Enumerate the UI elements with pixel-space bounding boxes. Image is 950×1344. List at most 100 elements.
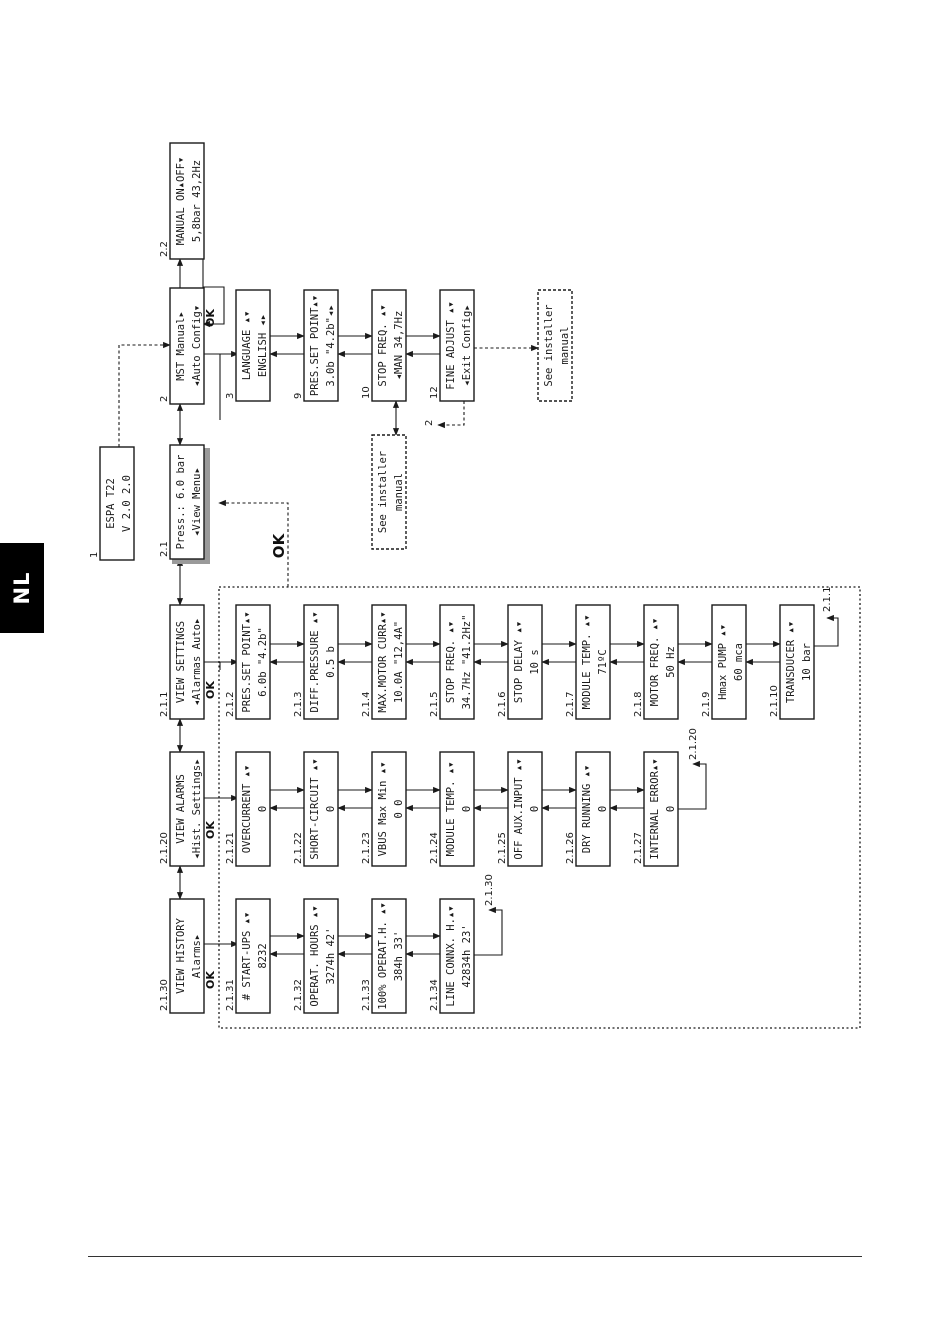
screen-text: DIFF.PRESSURE ▴▾ 0.5 b: [309, 611, 337, 712]
screen-b12: FINE ADJUST ▴▾◂Exit Config▸12: [429, 289, 475, 402]
screen-number-label: 2.1.6: [497, 692, 508, 717]
screen-text: FINE ADJUST ▴▾◂Exit Config▸: [445, 301, 473, 390]
screen-line: VIEW ALARMS: [175, 774, 187, 844]
settings-region-outline: [218, 586, 861, 1029]
screen-text: See installer manual: [543, 304, 571, 386]
ok-label: OK: [204, 971, 217, 989]
screen-number-label: 2.1.27: [633, 832, 644, 864]
screen-line: # START-UPS ▴▾: [241, 912, 253, 1001]
screen-b2-1-9: Hmax PUMP ▴▾ 60 mca 2.1.9: [701, 604, 747, 720]
screen-b2-1-22: SHORT-CIRCUIT ▴▾02.1.22: [293, 751, 339, 867]
screen-line: manual: [393, 473, 405, 511]
screen-line: 0: [665, 806, 677, 812]
screen-inst1: See installer manual: [537, 289, 573, 402]
ok-label: OK: [204, 681, 217, 699]
screen-b2-1-8: MOTOR FREQ. ▴▾50 Hz2.1.8: [633, 604, 679, 720]
screen-line: 0: [257, 806, 269, 812]
screen-number-label: 2.1.34: [429, 979, 440, 1011]
screen-b3: LANGUAGE ▴▾ENGLISH ◂▸3: [225, 289, 271, 402]
screen-b2-1-25: OFF AUX.INPUT ▴▾02.1.25: [497, 751, 543, 867]
screen-text: INTERNAL ERROR▴▾0: [649, 758, 677, 859]
screen-line: Hmax PUMP ▴▾: [717, 624, 729, 700]
screen-line: ◂MAN 34,7Hz: [393, 311, 405, 381]
language-side-tab: NL: [0, 543, 44, 633]
screen-line: See installer: [543, 304, 555, 386]
screen-number-label: 2.1.7: [565, 692, 576, 717]
screen-number-label: 2.1.5: [429, 692, 440, 717]
screen-line: MODULE TEMP. ▴▾: [581, 615, 593, 710]
screen-number-label: 2.1.31: [225, 979, 236, 1011]
screen-line: ◂Hist. Settings▸: [191, 758, 203, 859]
screen-text: STOP DELAY ▴▾10 s: [513, 621, 541, 703]
screen-text: VIEW ALARMS ◂Hist. Settings▸: [175, 758, 203, 859]
screen-line: manual: [559, 327, 571, 365]
screen-text: MODULE TEMP. ▴▾0: [445, 762, 473, 857]
screen-line: VIEW HISTORY: [175, 917, 187, 994]
screen-text: OPERAT. HOURS ▴▾3274h 42': [309, 905, 337, 1006]
screen-text: DRY RUNNING ▴▾0: [581, 765, 609, 854]
screen-line: Press.: 6.0 bar: [175, 455, 187, 550]
screen-number-label: 2.1.30: [159, 979, 170, 1011]
screen-line: STOP FREQ. ▴▾: [377, 304, 389, 386]
screen-b2-1-20: VIEW ALARMS ◂Hist. Settings▸ 2.1.20: [159, 751, 205, 867]
screen-line: 0: [597, 806, 609, 812]
screen-text: VIEW HISTORY Alarms▸: [175, 917, 203, 994]
footer-rule: [88, 1256, 862, 1257]
screen-number-label: 2.1.9: [701, 692, 712, 717]
screen-number-label: 9: [293, 393, 304, 399]
screen-line: 5,8bar 43,2Hz: [191, 160, 203, 242]
screen-line: 10 bar: [801, 643, 813, 681]
screen-line: Alarms▸: [191, 934, 203, 978]
screen-line: TRANSDUCER ▴▾: [785, 621, 797, 703]
screen-text: VIEW SETTINGS◂Alarmas Auto▸: [175, 618, 203, 707]
screen-text: Press.: 6.0 bar◂View Menu▸: [175, 455, 203, 550]
screen-line: 0.5 b: [325, 646, 337, 678]
screen-b9: PRES.SET POINT▴▾3.0b "4.2b"◂▸ 9: [293, 289, 339, 402]
screen-line: 42834h 23': [461, 924, 473, 987]
loop-labels: 2.1.12.1.202.1.302: [424, 420, 833, 906]
screen-text: OVERCURRENT ▴▾ 0: [241, 765, 269, 854]
screen-text: LANGUAGE ▴▾ENGLISH ◂▸: [241, 311, 269, 381]
ok-label: OK: [204, 821, 217, 839]
screen-line: VIEW SETTINGS: [175, 621, 187, 703]
screen-text: MOTOR FREQ. ▴▾50 Hz: [649, 618, 677, 707]
screen-text: PRES.SET POINT▴▾6.0b "4.2b": [241, 611, 269, 712]
screen-text: MST Manual▸◂Auto Config▾: [175, 305, 203, 387]
connectors: [118, 258, 839, 958]
screen-line: 34.7Hz "41.2Hz": [461, 615, 473, 710]
screen-line: DIFF.PRESSURE ▴▾: [309, 611, 321, 712]
screen-text: STOP FREQ. ▴▾ ◂MAN 34,7Hz: [377, 304, 405, 386]
screen-b2-1-30: VIEW HISTORY Alarms▸ 2.1.30: [159, 898, 205, 1014]
screen-line: OVERCURRENT ▴▾: [241, 765, 253, 854]
screen-line: 10 s: [529, 649, 541, 674]
screen-line: STOP FREQ. ▴▾: [445, 621, 457, 703]
screen-text: MAX.MOTOR CURR▴▾10.0A "12,4A": [377, 611, 405, 712]
loop-label-loop-2-1-1: 2.1.1: [822, 587, 833, 612]
screen-b2-1-5: STOP FREQ. ▴▾ 34.7Hz "41.2Hz" 2.1.5: [429, 604, 475, 720]
loop-label-loop-2-1-30: 2.1.30: [484, 874, 495, 906]
screen-line: V 2.0 2.0: [121, 475, 133, 532]
screen-line: 60 mca: [733, 643, 745, 681]
screen-line: LINE CONNX. H.▴▾: [445, 905, 457, 1006]
screen-number-label: 2.1.22: [293, 832, 304, 864]
screen-number-label: 2.1.3: [293, 692, 304, 717]
screen-line: 100% OPERAT.H. ▴▾: [377, 902, 389, 1009]
screen-number-label: 2.1.20: [159, 832, 170, 864]
screen-line: LANGUAGE ▴▾: [241, 311, 253, 381]
screen-b2-1-3: DIFF.PRESSURE ▴▾ 0.5 b 2.1.3: [293, 604, 339, 720]
screen-line: 50 Hz: [665, 646, 677, 678]
screen-text: LINE CONNX. H.▴▾ 42834h 23': [445, 905, 473, 1006]
screen-number-label: 2.1.26: [565, 832, 576, 864]
screen-line: 384h 33': [393, 931, 405, 982]
screen-line: MST Manual▸: [175, 311, 187, 381]
screen-line: ◂Exit Config▸: [461, 304, 473, 386]
screen-text: PRES.SET POINT▴▾3.0b "4.2b"◂▸: [309, 295, 337, 396]
screen-line: SHORT-CIRCUIT ▴▾: [309, 758, 321, 859]
